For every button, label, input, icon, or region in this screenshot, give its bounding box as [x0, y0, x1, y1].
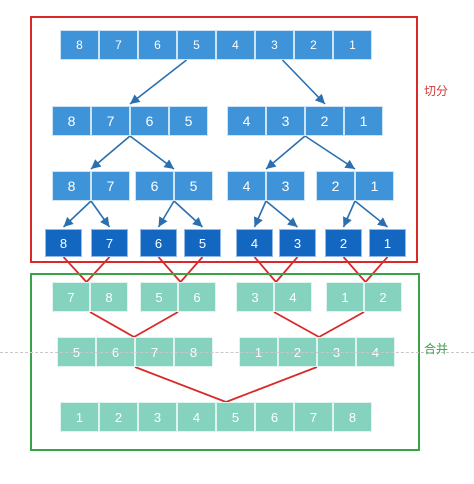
split-arrow	[90, 200, 111, 228]
split-level2-cell: 4	[227, 171, 266, 201]
merge-level0-cell: 5	[140, 282, 178, 312]
merge-level0-cell: 2	[364, 282, 402, 312]
split-level0-cell: 2	[294, 30, 333, 60]
split-level0-cell: 4	[216, 30, 255, 60]
split-level0-cell: 5	[177, 30, 216, 60]
merge-level0-cell: 8	[90, 282, 128, 312]
merge-level2-cell: 2	[99, 402, 138, 432]
split-level1-cell: 5	[169, 106, 208, 136]
split-arrow	[265, 200, 299, 228]
split-level2-cell: 1	[355, 171, 394, 201]
split-arrow	[253, 200, 267, 228]
split-level1-cell: 7	[91, 106, 130, 136]
split-level1-cell: 6	[130, 106, 169, 136]
split-arrow	[304, 135, 356, 170]
split-level1-cell: 8	[52, 106, 91, 136]
merge-line	[225, 366, 318, 403]
split-arrow	[281, 59, 326, 105]
split-arrow	[129, 135, 175, 170]
merge-level2-cell: 1	[60, 402, 99, 432]
split-level0-cell: 3	[255, 30, 294, 60]
merge-level0-cell: 6	[178, 282, 216, 312]
split-arrow	[90, 135, 131, 170]
merge-label: 合并	[424, 342, 449, 356]
split-level3-cell: 7	[91, 229, 128, 257]
merge-line	[89, 311, 135, 338]
merge-level2-cell: 4	[177, 402, 216, 432]
split-level0-cell: 6	[138, 30, 177, 60]
split-level3-cell: 1	[369, 229, 406, 257]
split-level0-cell: 1	[333, 30, 372, 60]
split-level2-cell: 3	[266, 171, 305, 201]
split-level1-cell: 4	[227, 106, 266, 136]
merge-level0-cell: 4	[274, 282, 312, 312]
split-frame	[30, 16, 418, 263]
split-level2-cell: 8	[52, 171, 91, 201]
split-level2-cell: 5	[174, 171, 213, 201]
guide-line	[0, 352, 474, 353]
split-arrow	[354, 200, 388, 228]
split-arrow	[62, 200, 92, 228]
merge-level2-cell: 5	[216, 402, 255, 432]
split-level3-cell: 3	[279, 229, 316, 257]
merge-line	[318, 311, 365, 338]
merge-line	[133, 311, 179, 338]
split-arrow	[342, 200, 356, 228]
merge-level2-cell: 7	[294, 402, 333, 432]
merge-line	[273, 311, 320, 338]
merge-line	[134, 366, 227, 403]
split-level2-cell: 6	[135, 171, 174, 201]
merge-level0-cell: 3	[236, 282, 274, 312]
split-level0-cell: 8	[60, 30, 99, 60]
split-label: 切分	[424, 84, 449, 98]
split-level2-cell: 7	[91, 171, 130, 201]
split-level1-cell: 1	[344, 106, 383, 136]
split-arrow	[173, 200, 204, 228]
split-arrow	[157, 200, 175, 228]
split-level1-cell: 2	[305, 106, 344, 136]
split-level3-cell: 4	[236, 229, 273, 257]
split-level3-cell: 5	[184, 229, 221, 257]
split-level3-cell: 8	[45, 229, 82, 257]
split-level3-cell: 6	[140, 229, 177, 257]
split-arrow	[265, 135, 306, 170]
merge-level2-cell: 6	[255, 402, 294, 432]
merge-level0-cell: 7	[52, 282, 90, 312]
merge-level0-cell: 1	[326, 282, 364, 312]
merge-level2-cell: 8	[333, 402, 372, 432]
split-level3-cell: 2	[325, 229, 362, 257]
split-level1-cell: 3	[266, 106, 305, 136]
split-arrow	[129, 59, 187, 105]
merge-frame	[30, 273, 420, 451]
merge-level2-cell: 3	[138, 402, 177, 432]
split-level0-cell: 7	[99, 30, 138, 60]
split-level2-cell: 2	[316, 171, 355, 201]
